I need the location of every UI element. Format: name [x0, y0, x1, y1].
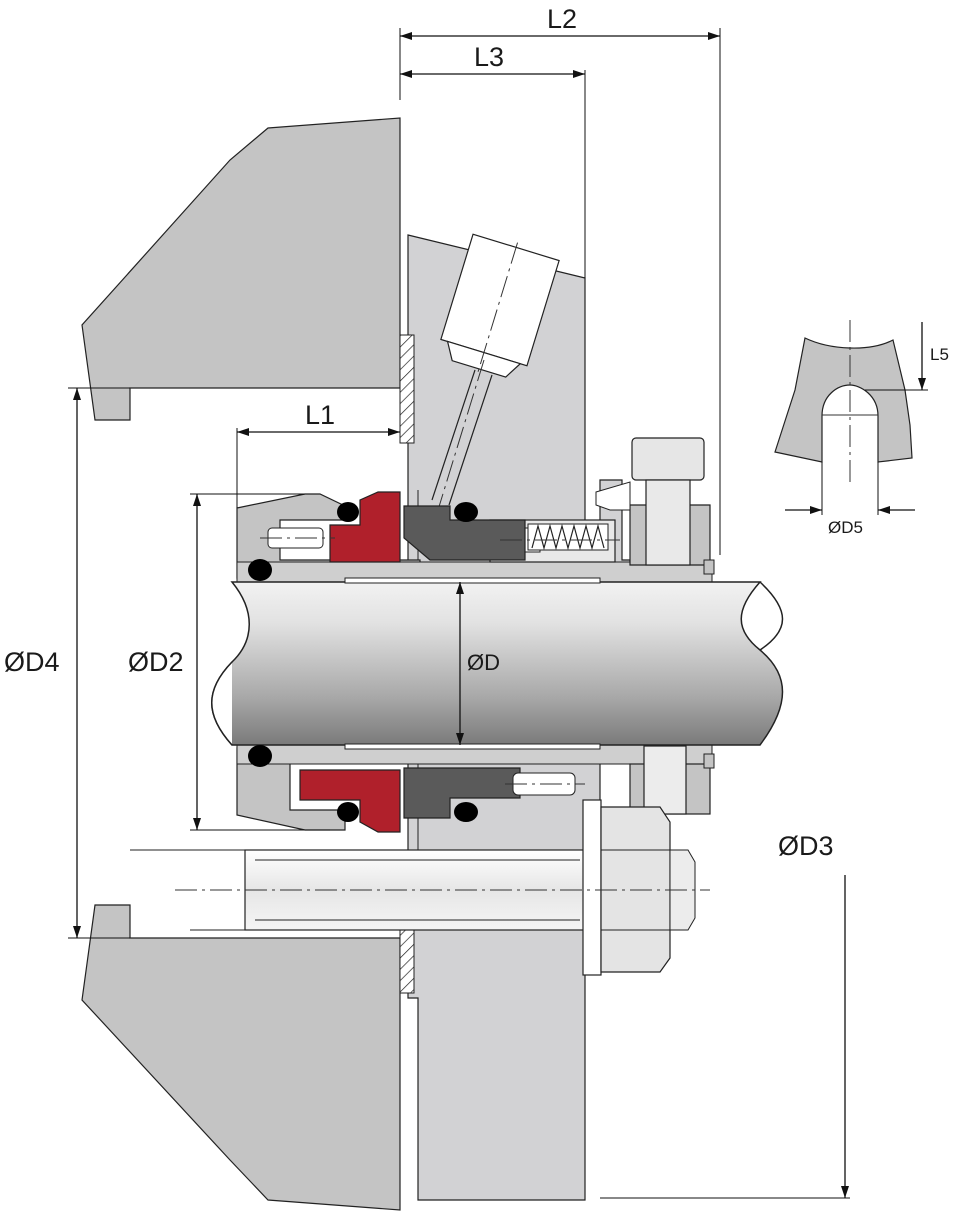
- label-l1: L1: [305, 400, 335, 430]
- label-d5: ØD5: [828, 518, 863, 537]
- pump-housing-lower: [81, 904, 401, 1211]
- set-screw-body: [645, 479, 691, 566]
- shaft-break-left: [211, 661, 233, 746]
- arrow-d2-bottom: [193, 818, 201, 830]
- pump-housing-upper: [81, 117, 401, 421]
- shaft-groove-bottom: [344, 743, 601, 750]
- spring: [527, 523, 609, 551]
- shaft-groove-top: [344, 577, 601, 584]
- anti-rotation-pin-lower: [505, 772, 585, 796]
- arrow-l3-left: [400, 70, 412, 78]
- label-d: ØD: [467, 650, 500, 675]
- gasket-upper: [399, 334, 415, 444]
- oring-4: [248, 745, 272, 767]
- label-l2: L2: [547, 4, 577, 34]
- oring-5: [337, 802, 359, 822]
- flush-passage: [431, 359, 493, 511]
- slot-detail-body: [774, 337, 913, 463]
- arrow-d5-left: [810, 506, 822, 514]
- rotating-seal-face-top: [329, 491, 401, 563]
- arrow-d-bottom: [456, 733, 464, 745]
- arrow-l3-right: [573, 70, 585, 78]
- flush-plug: [440, 233, 560, 378]
- oring-3: [248, 559, 272, 581]
- oring-1: [337, 502, 359, 522]
- stationary-seal-face-top: [403, 505, 526, 561]
- arrow-l1-right: [388, 428, 400, 436]
- arrow-d2-top: [193, 494, 201, 506]
- drive-pin-rotating-top: [260, 527, 335, 549]
- washer: [582, 799, 602, 976]
- snap-ring-bottom: [703, 753, 715, 769]
- arrow-l1-left: [237, 428, 249, 436]
- shaft: [211, 581, 784, 746]
- snap-ring-top: [703, 559, 715, 575]
- label-d4: ØD4: [4, 647, 60, 677]
- label-d2: ØD2: [128, 647, 184, 677]
- arrow-d4-top: [73, 388, 81, 400]
- label-l3: L3: [474, 42, 504, 72]
- set-screw-head: [631, 437, 705, 481]
- arrow-d5-right: [878, 506, 890, 514]
- rotating-seal-face-bottom: [299, 769, 401, 833]
- arrow-l2-right: [708, 32, 720, 40]
- shaft-break-right: [759, 581, 784, 651]
- oring-2: [454, 502, 478, 522]
- oring-6: [454, 802, 478, 822]
- arrow-d4-bottom: [73, 926, 81, 938]
- arrow-d3-bottom: [841, 1186, 849, 1198]
- clamp-tab: [595, 481, 631, 511]
- stationary-seal-face-bottom: [403, 767, 521, 819]
- set-screw-lower: [643, 745, 687, 815]
- arrow-d-top: [456, 582, 464, 594]
- arrow-l5: [918, 378, 926, 390]
- label-l5: L5: [930, 345, 949, 364]
- label-d3: ØD3: [778, 831, 834, 861]
- arrow-l2-left: [400, 32, 412, 40]
